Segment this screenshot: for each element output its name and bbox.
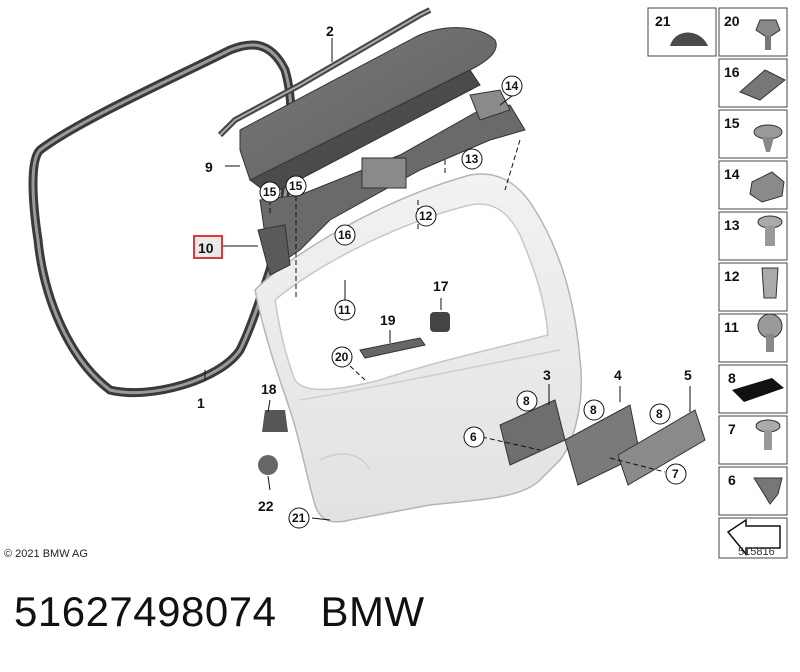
side-label-8: 8 (728, 370, 736, 386)
diagram-reference: 515816 (738, 546, 775, 558)
spoiler-part (239, 27, 497, 196)
callout-22[interactable]: 22 (258, 498, 274, 514)
circled-callout-12[interactable]: 12 (415, 205, 437, 227)
plate-brackets (499, 399, 706, 486)
hex-nut-14-icon (749, 171, 785, 203)
side-label-14: 14 (724, 166, 740, 182)
callout-17[interactable]: 17 (433, 278, 449, 294)
circled-callout-8b[interactable]: 8 (583, 399, 605, 421)
circled-callout-8a[interactable]: 8 (516, 390, 538, 412)
tailgate-part (254, 173, 583, 523)
plug-12-icon (761, 267, 779, 299)
pad-8-icon (732, 378, 784, 402)
callouts: 1 2 3 4 5 9 17 19 18 22 10 14 13 12 15 1… (193, 23, 692, 529)
svg-text:8: 8 (523, 394, 530, 408)
side-label-13: 13 (724, 217, 740, 233)
part-number: 51627498074 (14, 588, 277, 635)
callout-2[interactable]: 2 (326, 23, 334, 39)
side-box-21[interactable] (647, 7, 717, 57)
callout-18[interactable]: 18 (261, 381, 277, 397)
callout-19[interactable]: 19 (380, 312, 396, 328)
side-box-13[interactable] (718, 211, 788, 261)
brand-name: BMW (320, 588, 425, 635)
small-parts (258, 312, 450, 475)
callout-3[interactable]: 3 (543, 367, 551, 383)
circled-callout-13[interactable]: 13 (461, 148, 483, 170)
callout-9[interactable]: 9 (205, 159, 213, 175)
callout-1[interactable]: 1 (197, 395, 205, 411)
side-label-6: 6 (728, 472, 736, 488)
hex-bolt-20-icon (755, 19, 781, 39)
circled-callout-7[interactable]: 7 (665, 463, 687, 485)
clip-21-icon (670, 32, 708, 46)
side-label-21: 21 (655, 13, 671, 29)
circled-callout-8c[interactable]: 8 (649, 403, 671, 425)
copyright: © 2021 BMW AG (4, 548, 88, 560)
callout-5[interactable]: 5 (684, 367, 692, 383)
screw-11-shaft-icon (766, 334, 774, 352)
clip-15-stem-icon (762, 137, 774, 152)
seal-part (28, 40, 296, 398)
svg-text:12: 12 (419, 209, 433, 223)
svg-text:14: 14 (505, 79, 519, 93)
circled-callout-11[interactable]: 11 (334, 299, 356, 321)
screw-7-shaft-icon (764, 430, 772, 450)
strip-part (217, 7, 432, 138)
callout-4[interactable]: 4 (614, 367, 622, 383)
svg-text:20: 20 (335, 350, 349, 364)
svg-text:7: 7 (672, 467, 679, 481)
clip-15-icon (753, 124, 783, 140)
nut-6-icon (753, 477, 783, 505)
leader-lines (204, 38, 691, 521)
side-label-20: 20 (724, 13, 740, 29)
side-label-16: 16 (724, 64, 740, 80)
screw-13-shaft-icon (765, 226, 775, 246)
side-label-7: 7 (728, 421, 736, 437)
circled-callout-15b[interactable]: 15 (285, 175, 307, 197)
side-panel: 21 20 16 15 14 13 12 11 8 7 (647, 7, 788, 559)
arrow-icon (726, 518, 781, 557)
circled-callout-16[interactable]: 16 (334, 224, 356, 246)
callout-10-highlight (193, 235, 223, 259)
side-label-11: 11 (724, 319, 739, 335)
svg-text:15: 15 (289, 179, 303, 193)
svg-text:11: 11 (338, 303, 351, 317)
circled-callout-15a[interactable]: 15 (259, 181, 281, 203)
circled-callout-20[interactable]: 20 (331, 346, 353, 368)
bolt-shaft-20-icon (765, 36, 771, 50)
circled-callout-14[interactable]: 14 (501, 75, 523, 97)
svg-text:21: 21 (292, 511, 306, 525)
svg-text:8: 8 (590, 403, 597, 417)
circled-callout-6[interactable]: 6 (463, 426, 485, 448)
part-number-line: 51627498074 BMW (14, 588, 469, 636)
side-label-12: 12 (724, 268, 740, 284)
svg-text:6: 6 (470, 430, 477, 444)
svg-text:15: 15 (263, 185, 277, 199)
svg-text:16: 16 (338, 228, 352, 242)
bracket-16-icon (739, 69, 786, 101)
circled-callout-21[interactable]: 21 (288, 507, 310, 529)
svg-text:13: 13 (465, 152, 479, 166)
side-label-15: 15 (724, 115, 740, 131)
svg-text:8: 8 (656, 407, 663, 421)
callout-10[interactable]: 10 (198, 240, 214, 256)
support-bracket-part (257, 89, 526, 276)
